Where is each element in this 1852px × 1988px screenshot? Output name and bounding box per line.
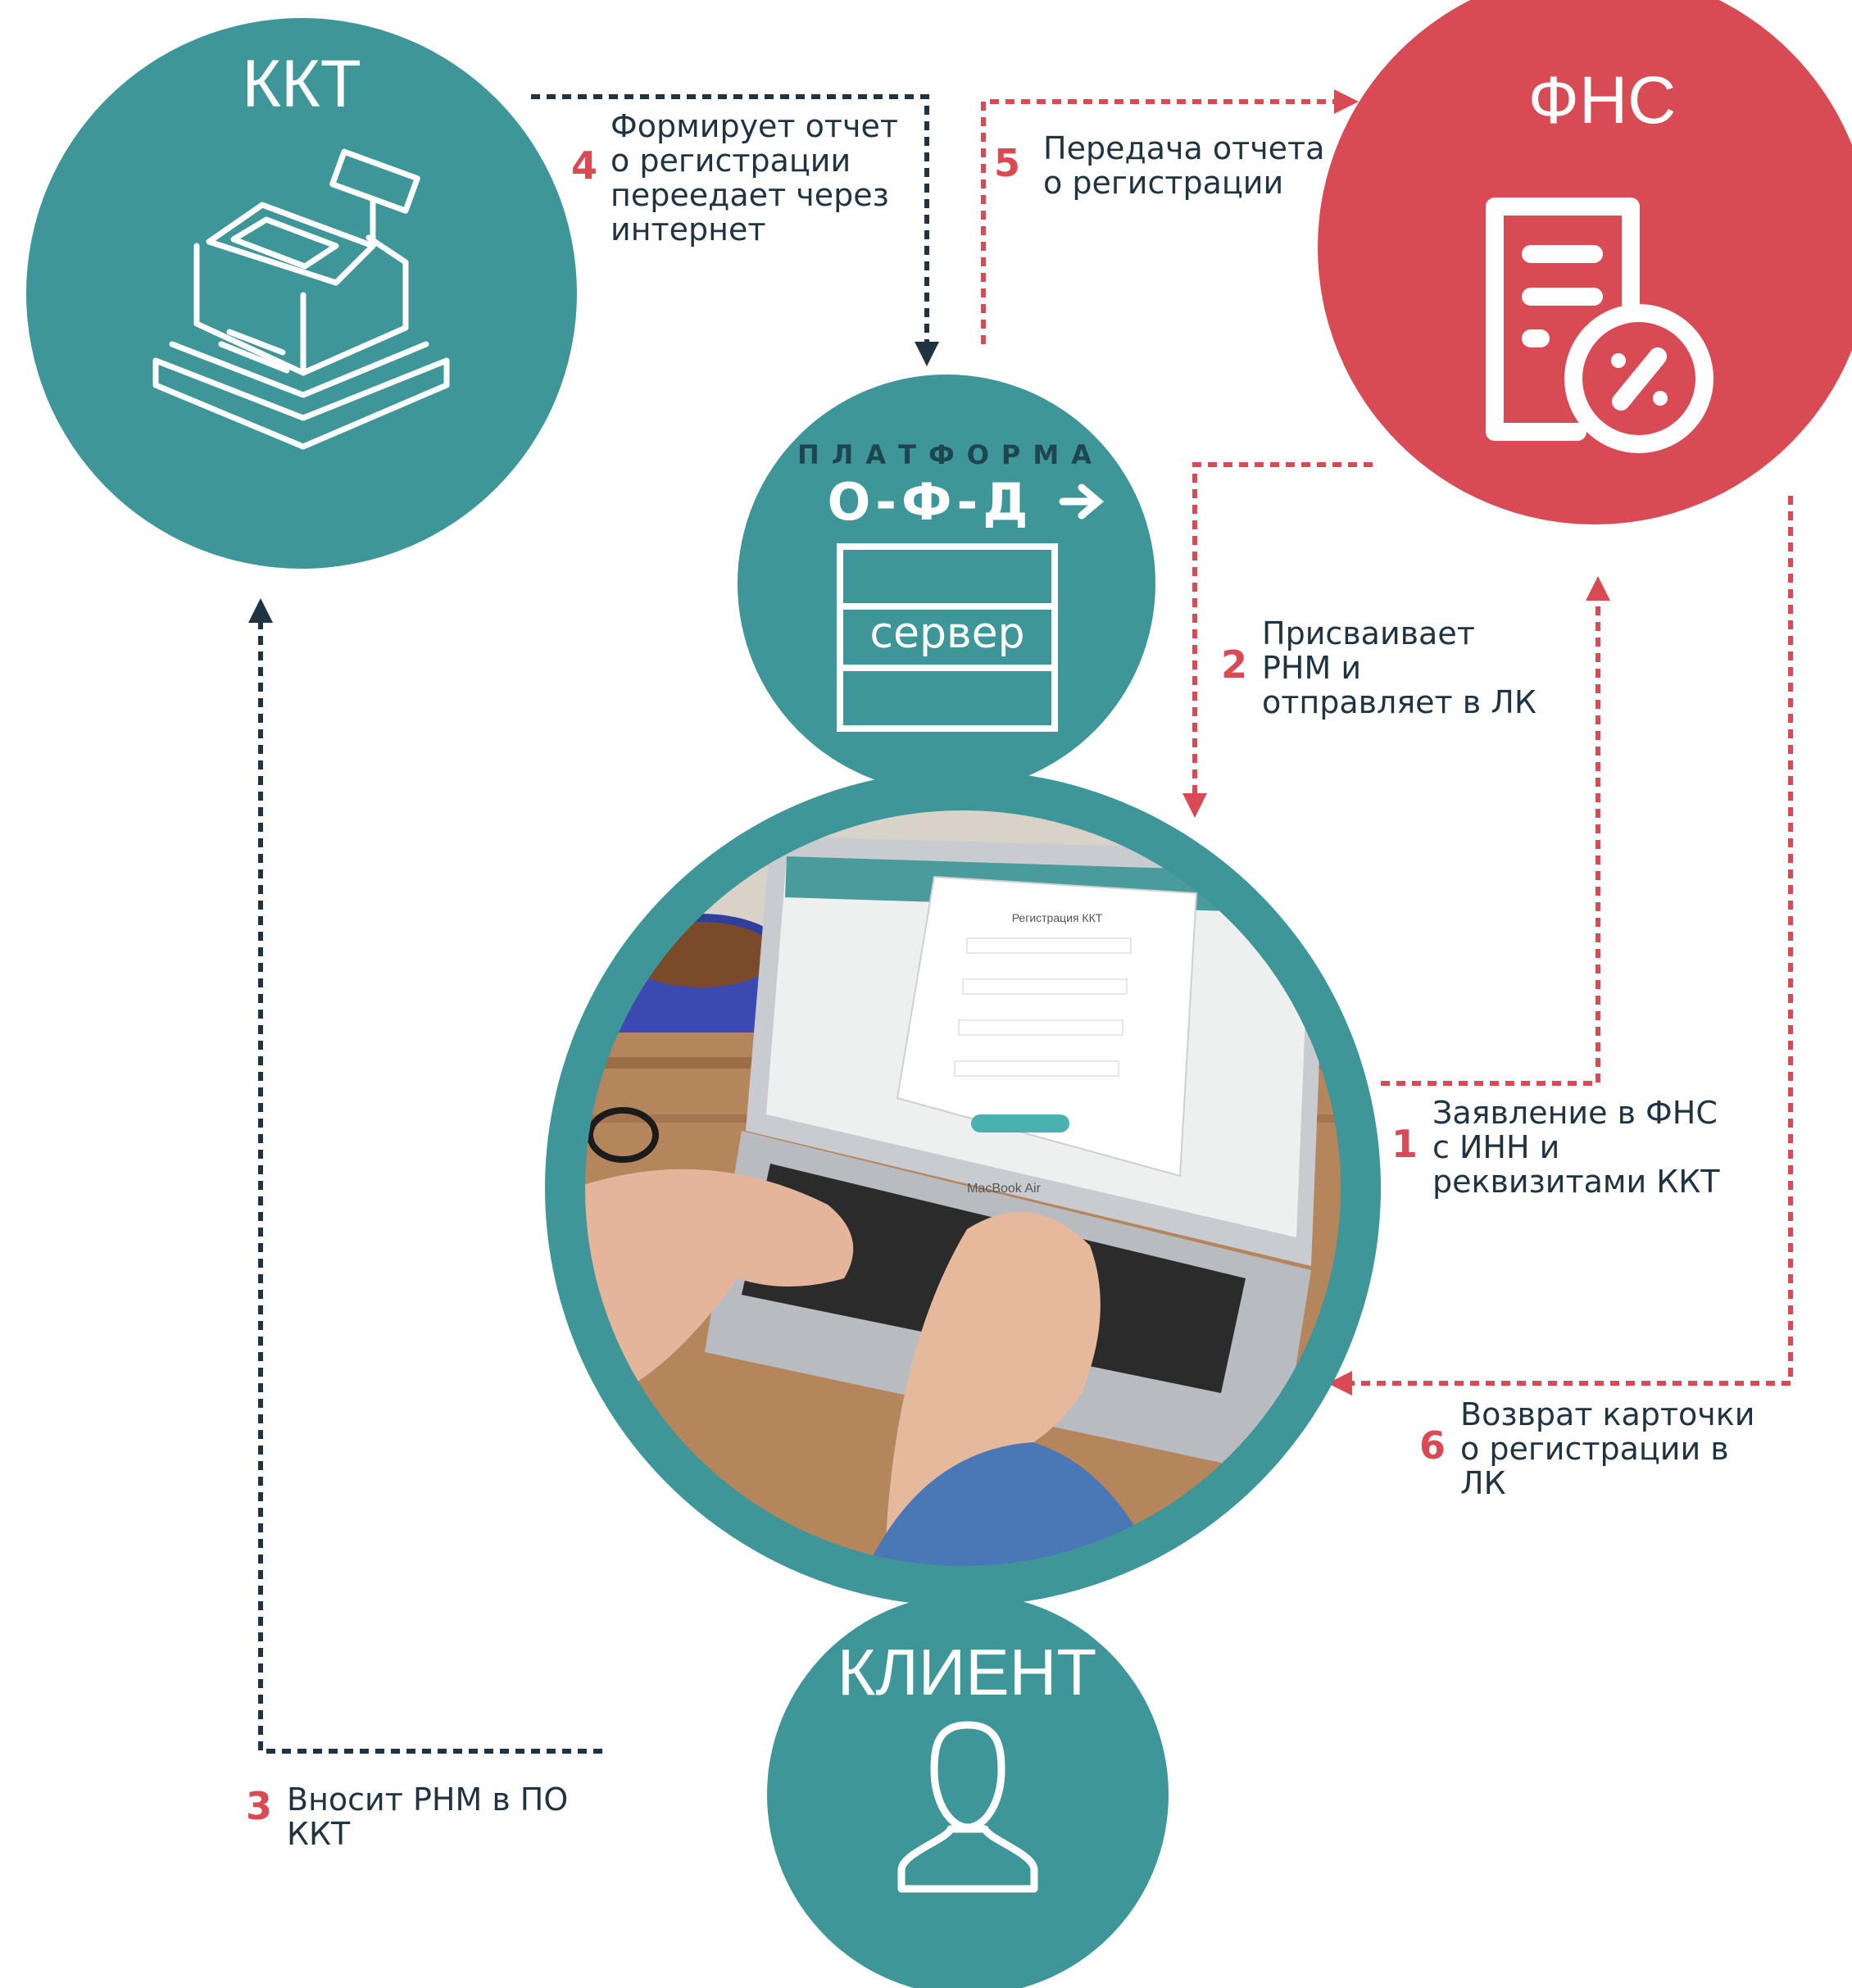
step-3-label: 3 Вносит РНМ в ПО ККТ bbox=[246, 1781, 569, 1852]
step-1-label: 1 Заявление в ФНС с ИНН и реквизитами КК… bbox=[1391, 1095, 1720, 1200]
arrow-step-5 bbox=[981, 89, 1359, 344]
ofd-platform-node bbox=[738, 374, 1155, 792]
step-4-label: 4 Формирует отчет о регистрации переедае… bbox=[571, 108, 898, 247]
platform-brand-logo: О-Ф-Д bbox=[828, 472, 1033, 532]
modal-submit-button bbox=[971, 1114, 1069, 1132]
step-6-label: 6 Возврат карточки о регистрации в ЛК bbox=[1419, 1396, 1755, 1501]
registration-modal bbox=[896, 875, 1198, 1178]
client-node bbox=[767, 1594, 1169, 1988]
platform-brand-top: ПЛАТФОРМА bbox=[797, 439, 1104, 470]
step-5-label: 5 Передача отчета о регистрации bbox=[994, 130, 1325, 201]
modal-title: Регистрация ККТ bbox=[1012, 911, 1103, 924]
kkt-node bbox=[26, 18, 577, 569]
percent-dot-icon bbox=[1611, 353, 1626, 368]
tax-document-icon bbox=[1486, 197, 1714, 453]
client-laptop-photo: Регистрация ККТ MacBook Air bbox=[545, 770, 1381, 1606]
step-6-number: 6 bbox=[1419, 1423, 1446, 1468]
step-4-number: 4 bbox=[571, 143, 598, 188]
step-2-number: 2 bbox=[1221, 642, 1248, 687]
user-icon bbox=[897, 1721, 1038, 1893]
step-5-number: 5 bbox=[994, 141, 1021, 185]
step-1-number: 1 bbox=[1391, 1122, 1419, 1166]
arrow-step-3 bbox=[248, 598, 602, 1754]
arrow-step-4 bbox=[531, 94, 939, 366]
percent-dot-icon bbox=[1653, 391, 1668, 406]
arrow-step-1 bbox=[1381, 576, 1610, 1086]
arrow-step-2 bbox=[1182, 462, 1373, 818]
cash-register-icon bbox=[152, 148, 450, 450]
platform-logo-arrow-icon bbox=[1059, 483, 1104, 520]
fns-title: ФНС bbox=[1528, 63, 1677, 138]
server-icon bbox=[837, 543, 1058, 732]
kkt-title: ККТ bbox=[242, 47, 361, 121]
step-3-number: 3 bbox=[246, 1784, 273, 1828]
client-title: КЛИЕНТ bbox=[837, 1636, 1097, 1709]
step-2-label: 2 Присваивает РНМ и отправляет в ЛК bbox=[1221, 615, 1537, 720]
fns-node bbox=[1318, 0, 1852, 524]
laptop-brand: MacBook Air bbox=[967, 1182, 1041, 1196]
arrow-step-6 bbox=[1328, 496, 1793, 1396]
server-label: сервер bbox=[869, 609, 1024, 658]
